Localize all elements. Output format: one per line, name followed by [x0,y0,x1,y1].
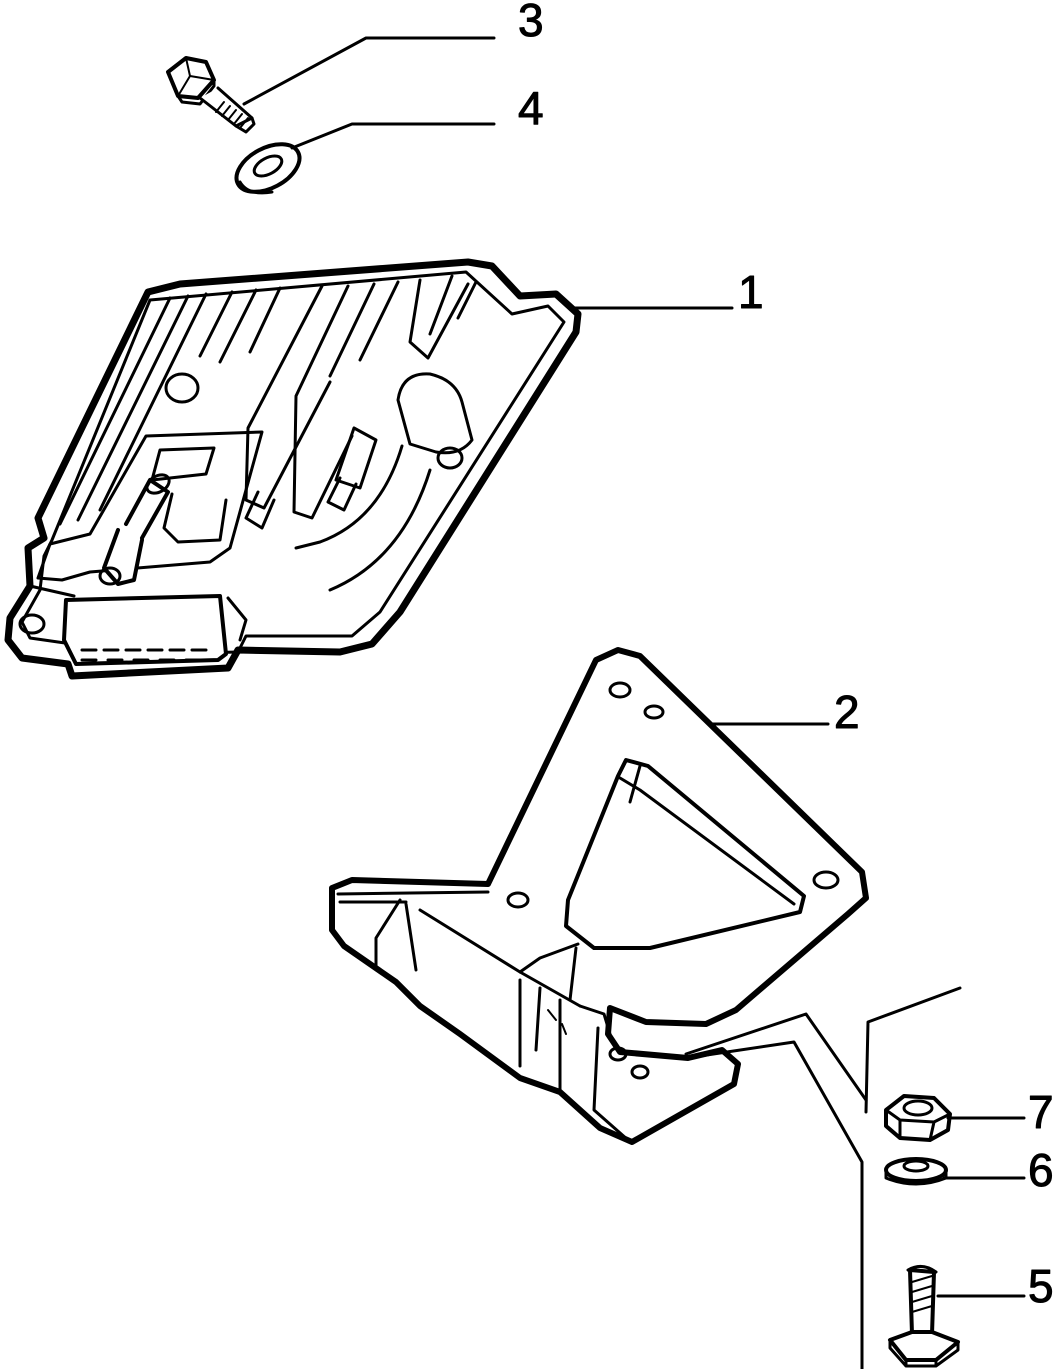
callout-4: 4 [518,82,544,134]
callout-7: 7 [1028,1086,1054,1138]
t-bolt-icon [888,1265,960,1368]
callout-6: 6 [1028,1144,1054,1196]
control-unit-module-icon [4,258,582,680]
callout-2: 2 [834,686,860,738]
leader-line-7 [864,986,1026,1120]
callout-1: 1 [738,266,764,318]
hex-nut-icon [884,1094,952,1142]
leader-line-4 [290,122,496,150]
mounting-bracket-icon [329,647,869,1145]
washer-icon [884,1157,948,1186]
leader-line-6 [684,1012,1026,1180]
washer-icon [234,142,302,195]
leader-lines [242,36,1026,1369]
hex-bolt-icon [166,56,256,134]
leader-line-5 [698,1040,1026,1369]
callout-labels: 3 4 1 2 7 6 5 [518,0,1055,1313]
callout-5: 5 [1028,1260,1054,1312]
callout-3: 3 [518,0,544,46]
leader-line-3 [242,36,496,106]
